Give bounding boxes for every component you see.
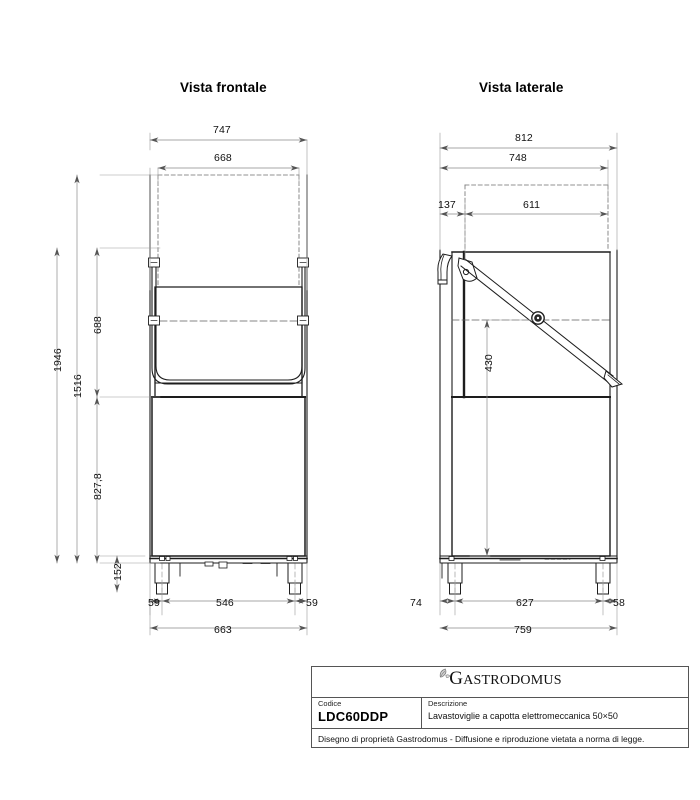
front-dimension-lines [54, 137, 308, 631]
dim-front-foot-span: 546 [216, 597, 234, 609]
front-view-geometry [148, 174, 309, 595]
brand-initial: G [449, 668, 464, 689]
title-block-fields-row: Codice LDC60DDP Descrizione Lavastovigli… [312, 698, 688, 729]
dim-side-pivot-height: 430 [483, 354, 495, 372]
dim-front-overall-height: 1946 [52, 348, 64, 372]
dim-front-foot-offset-left: 59 [148, 597, 160, 609]
dim-front-hood-width: 668 [214, 152, 232, 164]
dim-side-foot-offset-right: 58 [613, 597, 625, 609]
dim-side-base-depth: 759 [514, 624, 532, 636]
dim-side-overall-depth: 812 [515, 132, 533, 144]
dim-front-hood-top-height: 1516 [72, 374, 84, 398]
dim-side-hood-front-offset: 137 [438, 199, 456, 211]
dim-front-body-height: 827,8 [92, 473, 104, 500]
title-block: GASTRODOMUS Codice LDC60DDP Descrizione … [311, 666, 689, 748]
code-cell: Codice LDC60DDP [312, 698, 422, 728]
dim-side-foot-offset-left: 74 [410, 597, 422, 609]
brand-logo: GASTRODOMUS [449, 669, 561, 688]
dim-side-hood-depth: 611 [523, 199, 541, 211]
description-cell: Descrizione Lavastoviglie a capotta elet… [422, 698, 688, 728]
side-view-geometry [437, 184, 624, 595]
code-label: Codice [318, 699, 342, 708]
dim-front-hood-height: 688 [92, 316, 104, 334]
title-block-logo-row: GASTRODOMUS [312, 667, 688, 698]
code-value: LDC60DDP [318, 708, 389, 724]
dim-side-body-depth: 748 [509, 152, 527, 164]
dim-front-leg-height: 152 [112, 563, 124, 581]
description-value: Lavastoviglie a capotta elettromeccanica… [428, 710, 618, 721]
dim-front-overall-width: 747 [213, 124, 231, 136]
dim-side-foot-span: 627 [516, 597, 534, 609]
leaf-icon [438, 668, 451, 681]
copyright-notice: Disegno di proprietà Gastrodomus - Diffu… [318, 734, 645, 744]
view-title-side: Vista laterale [479, 80, 564, 95]
dim-front-foot-offset-right: 59 [306, 597, 318, 609]
description-label: Descrizione [428, 699, 468, 708]
brand-name: ASTRODOMUS [463, 673, 562, 688]
view-title-front: Vista frontale [180, 80, 267, 95]
dim-front-base-width: 663 [214, 624, 232, 636]
side-dimension-lines [439, 145, 618, 631]
